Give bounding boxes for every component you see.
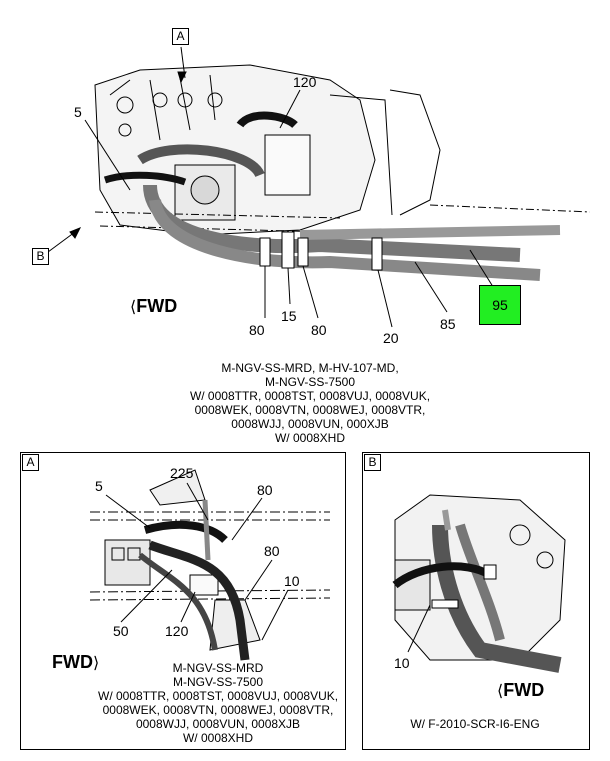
- fwd-indicator-main: ⟨FWD: [130, 296, 177, 318]
- detail-a-callout-5: 5: [95, 478, 103, 494]
- fwd-indicator-b: ⟨FWD: [497, 680, 544, 702]
- main-caption: M-NGV-SS-MRD, M-HV-107-MD, M-NGV-SS-7500…: [150, 361, 470, 445]
- detail-a-callout-225: 225: [170, 465, 194, 481]
- fwd-label: FWD: [136, 296, 178, 316]
- callout-5: 5: [74, 104, 82, 120]
- arrow-right-icon: ⟩: [92, 655, 100, 672]
- detail-a-callout-80-mid: 80: [264, 543, 280, 559]
- caption-line: 0008WJJ, 0008VUN, 000XJB: [231, 417, 389, 431]
- caption-line: M-NGV-SS-MRD: [172, 661, 264, 675]
- caption-line: 0008WEK, 0008VTN, 0008WEJ, 0008VTR,: [194, 403, 426, 417]
- caption-line: W/ 0008XHD: [182, 731, 254, 745]
- caption-line: 0008WJJ, 0008VUN, 0008XJB: [135, 717, 301, 731]
- detail-a-caption: M-NGV-SS-MRD M-NGV-SS-7500 W/ 0008TTR, 0…: [98, 661, 338, 745]
- arrow-left-icon: ⟨: [497, 683, 504, 700]
- detail-a-callout-120: 120: [165, 623, 189, 639]
- detail-b-callout-10: 10: [394, 655, 410, 671]
- detail-a-letter: A: [22, 454, 39, 471]
- fwd-label: FWD: [503, 680, 545, 700]
- caption-line: M-NGV-SS-MRD, M-HV-107-MD,: [221, 361, 399, 375]
- highlight-callout-95: 95: [479, 285, 521, 325]
- callout-15: 15: [281, 308, 297, 324]
- callout-85: 85: [440, 316, 456, 332]
- detail-a-callout-80-top: 80: [257, 482, 273, 498]
- callout-120: 120: [293, 74, 317, 90]
- detail-a-callout-50: 50: [113, 623, 129, 639]
- caption-line: W/ 0008XHD: [274, 431, 346, 445]
- detail-a-callout-10: 10: [284, 573, 300, 589]
- caption-line: M-NGV-SS-7500: [264, 375, 356, 389]
- view-marker-b[interactable]: B: [32, 248, 49, 265]
- caption-line: W/ 0008TTR, 0008TST, 0008VUJ, 0008VUK,: [98, 689, 339, 703]
- fwd-indicator-a: FWD⟩: [52, 652, 99, 674]
- arrow-left-icon: ⟨: [130, 299, 137, 316]
- view-marker-a[interactable]: A: [172, 28, 189, 45]
- detail-b-letter: B: [364, 454, 381, 471]
- detail-b-caption: W/ F-2010-SCR-I6-ENG: [410, 717, 540, 731]
- fwd-label: FWD: [52, 652, 93, 672]
- caption-line: 0008WEK, 0008VTN, 0008WEJ, 0008VTR,: [102, 703, 334, 717]
- caption-line: W/ 0008TTR, 0008TST, 0008VUJ, 0008VUK,: [189, 389, 431, 403]
- callout-80-right: 80: [311, 322, 327, 338]
- callout-20: 20: [383, 330, 399, 346]
- caption-line: M-NGV-SS-7500: [172, 675, 264, 689]
- callout-80-left: 80: [249, 322, 265, 338]
